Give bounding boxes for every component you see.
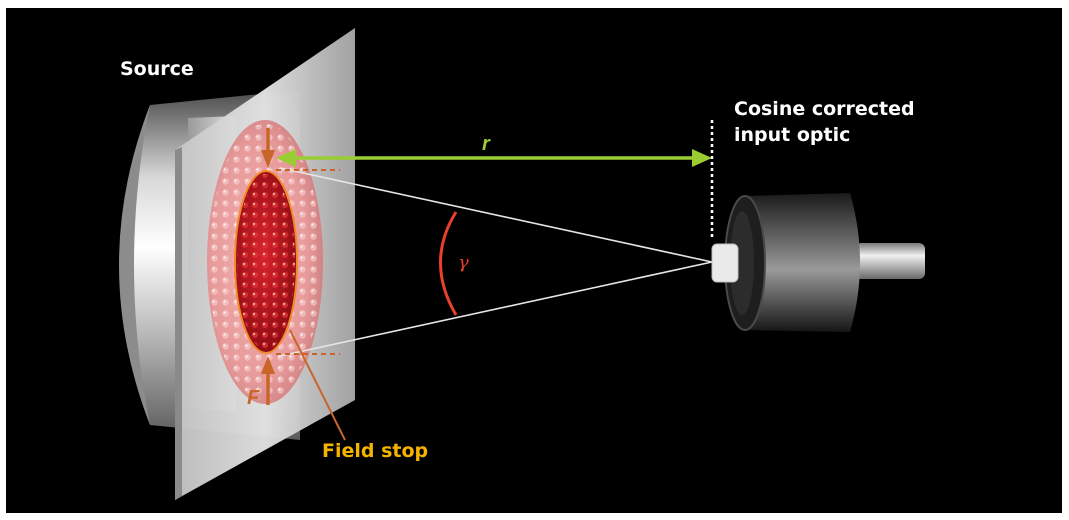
distance-arrow-right-head (692, 149, 712, 167)
field-stop-markers: F (247, 128, 346, 441)
field-top-arrow-head (261, 150, 275, 168)
field-stop-leds (237, 174, 295, 350)
cone-lower-line (279, 261, 713, 357)
view-cone (279, 167, 713, 357)
source-label: Source (120, 58, 194, 80)
angle-label: γ (458, 252, 469, 273)
cone-upper-line (279, 167, 713, 263)
field-stop-label: Field stop (322, 440, 428, 462)
diffuser-window (711, 243, 739, 283)
optic-body (745, 193, 860, 332)
optic-shaft (855, 243, 925, 279)
input-optic (711, 193, 925, 332)
distance-arrow-left-head (276, 149, 296, 167)
source-housing-back (119, 105, 150, 425)
field-symbol-label: F (247, 387, 260, 409)
angle-arc (439, 211, 458, 316)
distance-arrow: r (276, 133, 712, 167)
field-stop-leader (289, 329, 346, 441)
field-bottom-arrow-head (261, 356, 275, 374)
optic-label-line1: Cosine corrected (734, 98, 915, 120)
optic-label-line2: input optic (734, 124, 850, 146)
optic-front-face (730, 211, 754, 315)
light-source (119, 28, 355, 500)
mounting-plate-edge (175, 147, 182, 500)
distance-label: r (482, 133, 491, 155)
